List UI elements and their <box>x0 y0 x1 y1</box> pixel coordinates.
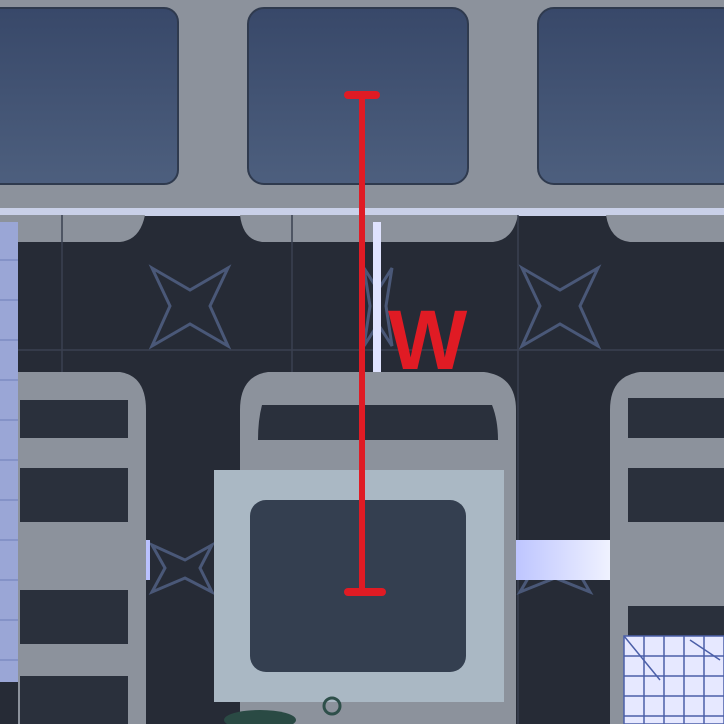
bracket-top-right <box>606 215 724 242</box>
dimension-label: W <box>388 293 468 387</box>
bottom-object <box>224 696 342 724</box>
window-right <box>537 7 724 185</box>
dimension-marker <box>344 91 386 596</box>
edge-ticks <box>0 259 18 661</box>
bracket-top-left <box>0 215 145 242</box>
light-strip-edge <box>0 222 18 682</box>
rack-left <box>18 372 146 724</box>
window-left <box>0 7 179 185</box>
light-strip-vertical <box>373 222 381 470</box>
wireframe-cube <box>623 635 724 724</box>
